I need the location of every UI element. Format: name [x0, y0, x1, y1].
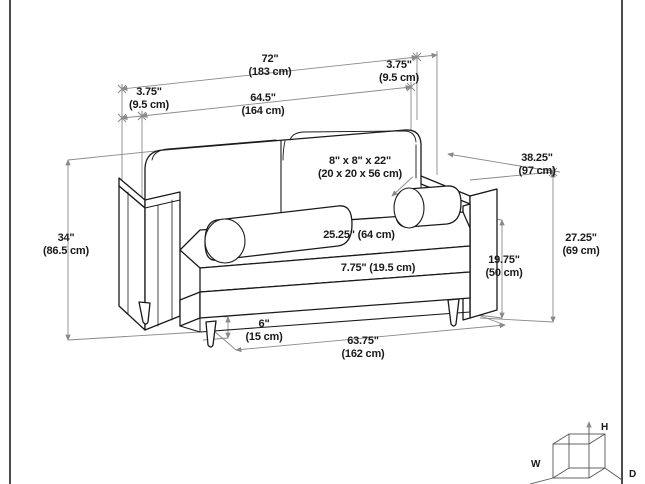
page-border-right: [621, 0, 623, 484]
legend-label-height: H: [601, 422, 609, 433]
label-overall-depth: 38.25" (97 cm): [518, 152, 556, 177]
label-bolster-pillow: 8" x 8" x 22" (20 x 20 x 56 cm): [317, 155, 403, 180]
label-base-width: 63.75" (162 cm): [341, 335, 385, 360]
label-arm-height: 19.75" (50 cm): [485, 254, 523, 279]
axis-legend-cube: [529, 421, 623, 484]
label-seat-depth: 25.25" (64 cm): [323, 229, 395, 241]
label-overall-width: 72" (183 cm): [248, 53, 292, 78]
label-arm-width-left: 3.75" (9.5 cm): [129, 86, 169, 111]
label-arm-width-right: 3.75" (9.5 cm): [379, 59, 419, 84]
page-border-left: [9, 0, 11, 484]
label-seat-back-height: 27.25" (69 cm): [562, 232, 600, 257]
legend-label-width: W: [531, 459, 541, 470]
sofa-outline: [118, 129, 498, 348]
label-inside-width: 64.5" (164 cm): [241, 92, 285, 117]
label-cushion-thickness: 7.75" (19.5 cm): [340, 262, 416, 274]
label-leg-height: 6" (15 cm): [245, 318, 283, 343]
label-overall-height: 34" (86.5 cm): [43, 232, 89, 257]
legend-label-depth: D: [629, 469, 637, 480]
